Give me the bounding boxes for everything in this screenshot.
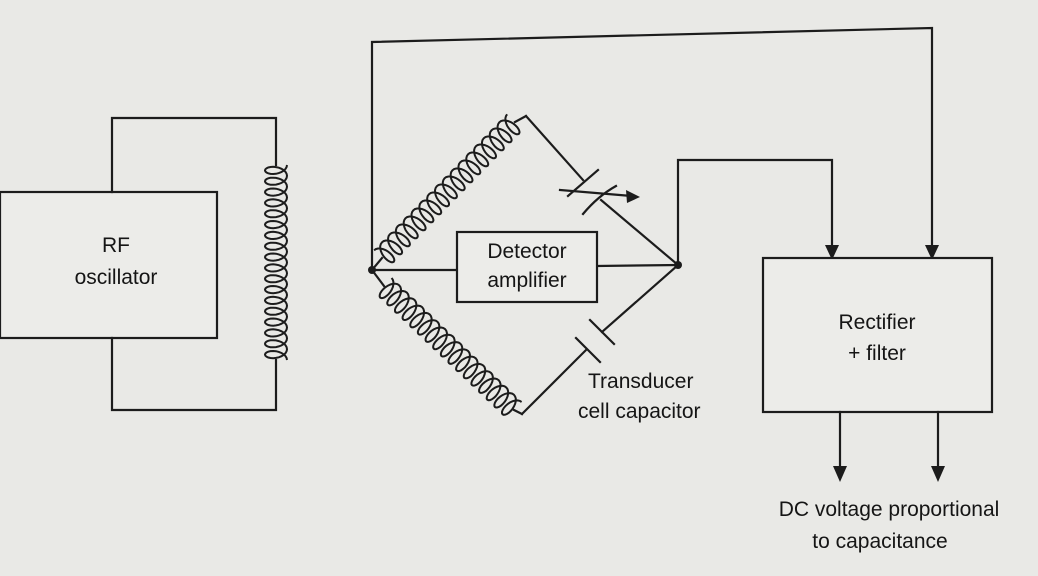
rectifier-filter-label-line2: + filter [848, 342, 906, 365]
rf-oscillator-label-line1: RF [102, 234, 130, 257]
primary-coil-icon [263, 164, 289, 361]
bridge-lower-right-wire-b [520, 348, 588, 416]
bridge-left-node [368, 266, 376, 274]
rectifier-filter-block: Rectifier + filter [761, 256, 994, 414]
rectifier-right-input-arrow-icon [925, 245, 939, 260]
rectifier-left-input-arrow-icon [825, 245, 839, 260]
output-right-arrow-icon [931, 466, 945, 482]
transducer-label-line1: Transducer [588, 370, 693, 393]
bridge-upper-right-wire-b [599, 198, 680, 267]
detector-amplifier-block: Detector amplifier [455, 230, 599, 304]
detector-amplifier-box [455, 230, 599, 304]
rectifier-filter-label-line1: Rectifier [838, 311, 915, 334]
feedback-top-wire [370, 26, 934, 272]
output-left-arrow-icon [833, 466, 847, 482]
variable-capacitor-icon [558, 168, 640, 216]
bridge-lower-bottom-lead [512, 408, 524, 416]
bridge-upper-right-wire-a [524, 114, 585, 182]
bridge-upper-coil-icon [373, 113, 521, 264]
detector-amplifier-label-line1: Detector [487, 240, 566, 263]
bridge-lower-right-wire-a [600, 263, 680, 334]
rf-oscillator-block: RF oscillator [0, 190, 219, 340]
rf-oscillator-box [0, 190, 219, 340]
transducer-label-line2: cell capacitor [578, 400, 701, 423]
output-label-line1: DC voltage proportional [779, 498, 1000, 521]
bridge-lower-coil-icon [378, 277, 523, 416]
detector-right-wire [595, 263, 680, 268]
rectifier-filter-box [761, 256, 994, 414]
oscillator-bottom-wire [110, 336, 278, 412]
oscillator-top-wire [110, 116, 278, 194]
detector-amplifier-label-line2: amplifier [487, 269, 566, 292]
bridge-upper-top-lead [513, 114, 528, 124]
transducer-capacitor-icon [574, 318, 616, 364]
output-label-line2: to capacitance [812, 530, 947, 553]
rf-oscillator-label-line2: oscillator [75, 266, 158, 289]
bridge-output-wire [676, 158, 834, 267]
